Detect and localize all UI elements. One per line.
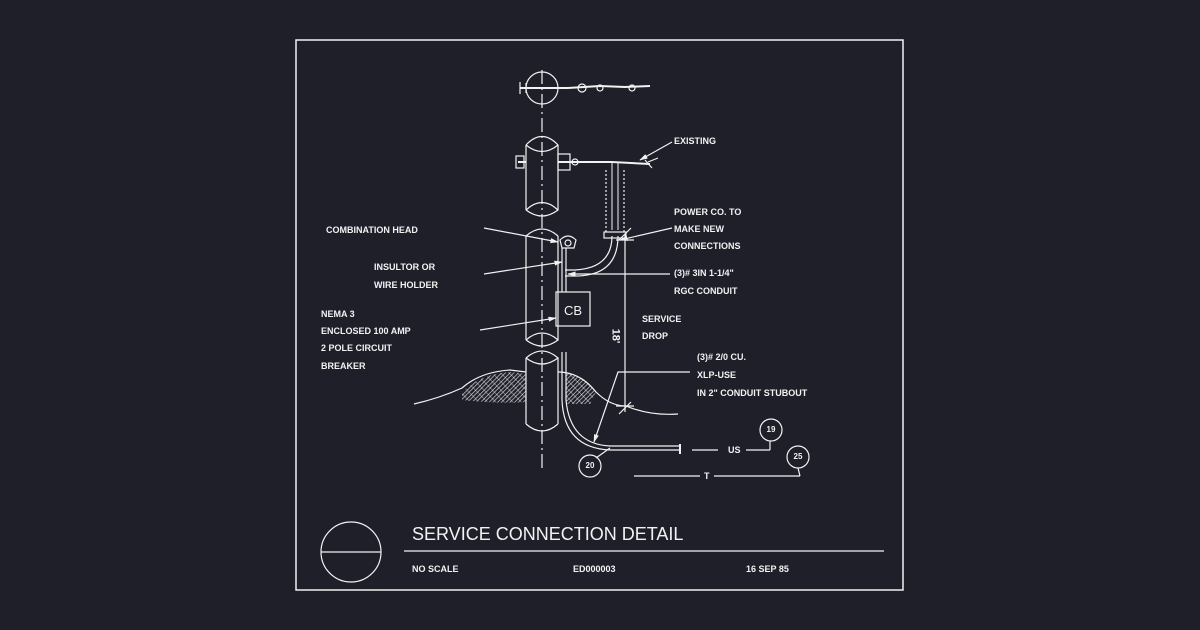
bubble-20	[578, 454, 602, 478]
label-nema-3: 2 POLE CIRCUIT	[321, 343, 393, 353]
label-nema-1: NEMA 3	[321, 309, 355, 319]
footer-drawing-number: ED000003	[573, 564, 616, 574]
label-existing: EXISTING	[674, 136, 717, 146]
label-conduit-1: (3)# 3IN 1-1/4"	[674, 268, 734, 278]
label-xlp-1: (3)# 2/0 CU.	[697, 352, 747, 362]
label-combination-head: COMBINATION HEAD	[326, 225, 418, 235]
bubble-19-label: 19	[766, 425, 776, 434]
cb-enclosure	[555, 291, 591, 327]
ground-line	[413, 369, 679, 415]
footer-scale: NO SCALE	[412, 564, 459, 574]
service-drop-bend	[565, 235, 613, 271]
label-insulator-2: WIRE HOLDER	[374, 280, 438, 290]
label-cb: CB	[564, 303, 583, 318]
label-t: T	[704, 471, 710, 481]
existing-crossarm	[518, 161, 651, 165]
label-power-co-1: POWER CO. TO	[674, 207, 742, 217]
bubble-20-label: 20	[585, 461, 595, 470]
drawing-border	[295, 39, 904, 591]
combination-head	[559, 235, 577, 249]
label-conduit-2: RGC CONDUIT	[674, 286, 738, 296]
label-power-co-2: MAKE NEW	[674, 224, 724, 234]
label-nema-4: BREAKER	[321, 361, 366, 371]
footer-date: 16 SEP 85	[746, 564, 789, 574]
label-service-drop-1: SERVICE	[642, 314, 682, 324]
bubble-25	[786, 445, 810, 469]
label-nema-2: ENCLOSED 100 AMP	[321, 326, 411, 336]
bubble-25-label: 25	[793, 452, 803, 461]
label-dim-18: 18'	[609, 328, 622, 344]
label-service-drop-2: DROP	[642, 331, 669, 341]
label-power-co-3: CONNECTIONS	[674, 241, 741, 251]
page-title: SERVICE CONNECTION DETAIL	[412, 524, 684, 544]
label-xlp-2: XLP-USE	[697, 370, 737, 380]
bubble-19	[759, 418, 783, 442]
label-insulator-1: INSULTOR OR	[374, 262, 436, 272]
label-us: US	[728, 445, 741, 455]
label-xlp-3: IN 2" CONDUIT STUBOUT	[697, 388, 808, 398]
